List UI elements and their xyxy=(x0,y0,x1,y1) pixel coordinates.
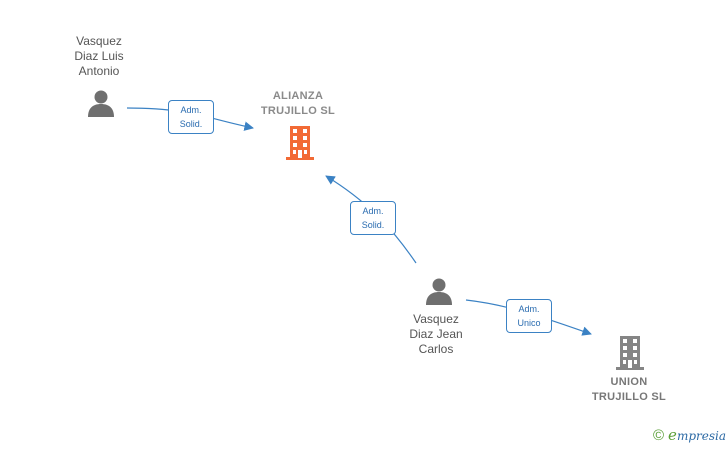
copyright-icon: © xyxy=(652,426,665,444)
edge-label-jean-alianza[interactable]: Adm. Solid. xyxy=(350,201,396,235)
company-union-label[interactable]: UNION TRUJILLO SL xyxy=(591,376,667,403)
person-luis-label[interactable]: Vasquez Diaz Luis Antonio xyxy=(74,34,124,78)
building-icon[interactable] xyxy=(614,336,646,370)
building-icon[interactable] xyxy=(284,126,316,160)
person-jean-label[interactable]: Vasquez Diaz Jean Carlos xyxy=(409,312,463,356)
brand-logo: empresia xyxy=(668,426,726,444)
brand-initial: e xyxy=(668,426,677,444)
brand-footer[interactable]: © empresia xyxy=(653,426,726,444)
brand-name: mpresia xyxy=(676,429,726,443)
person-icon[interactable] xyxy=(86,88,116,118)
edge-label-jean-union[interactable]: Adm. Unico xyxy=(506,299,552,333)
company-alianza-label[interactable]: ALIANZA TRUJILLO SL xyxy=(260,90,336,117)
edge-label-luis-alianza[interactable]: Adm. Solid. xyxy=(168,100,214,134)
person-icon[interactable] xyxy=(424,276,454,306)
